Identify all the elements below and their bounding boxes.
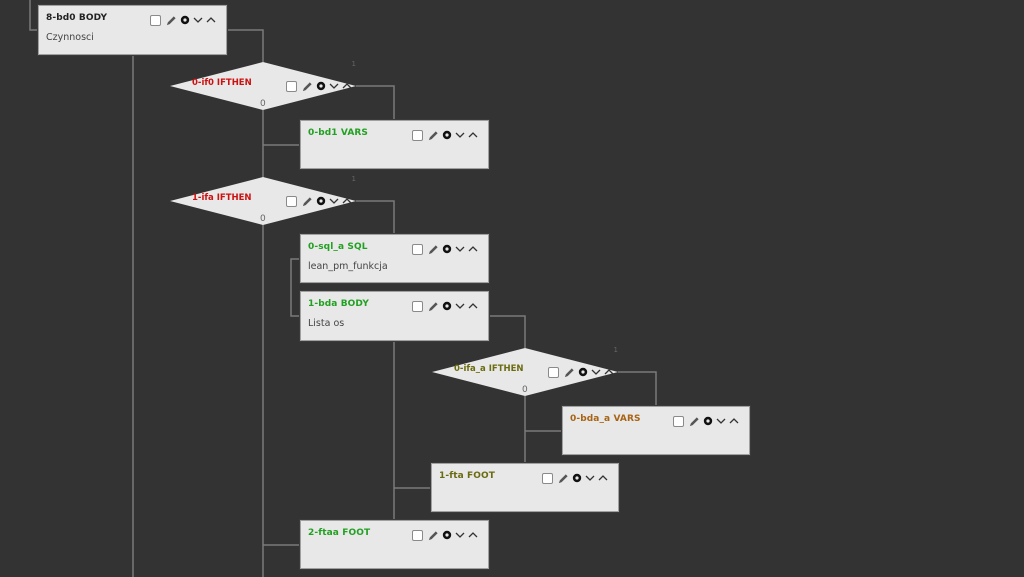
select-checkbox[interactable] — [548, 366, 559, 378]
select-checkbox[interactable] — [412, 300, 423, 312]
node-title: 1-fta FOOT — [439, 471, 496, 481]
add-circle-icon[interactable] — [442, 130, 452, 140]
chevron-up-icon[interactable] — [729, 417, 739, 425]
chevron-down-icon[interactable] — [329, 82, 339, 90]
diamond-shape — [170, 62, 356, 110]
branch-false-label: 0 — [260, 214, 266, 224]
chevron-down-icon[interactable] — [585, 474, 595, 482]
node-toolbar — [412, 243, 478, 255]
connector — [618, 371, 657, 406]
chevron-down-icon[interactable] — [591, 368, 601, 376]
node-title: 0-bda_a VARS — [570, 414, 641, 424]
add-circle-icon[interactable] — [578, 367, 588, 377]
add-circle-icon[interactable] — [442, 301, 452, 311]
node-0-ifa_a-ifthen[interactable]: 0-ifa_a IFTHEN 0 1 — [432, 346, 618, 396]
add-circle-icon[interactable] — [180, 15, 190, 25]
node-toolbar — [412, 529, 478, 541]
select-checkbox[interactable] — [150, 14, 161, 26]
connector — [489, 315, 526, 348]
select-checkbox[interactable] — [412, 129, 423, 141]
node-toolbar — [150, 14, 216, 26]
pencil-icon[interactable] — [428, 244, 439, 255]
chevron-up-icon[interactable] — [468, 302, 478, 310]
node-1-bda-body[interactable]: 1-bda BODY Lista os — [300, 291, 489, 341]
node-subtitle: lean_pm_funkcja — [308, 261, 388, 272]
diamond-shape — [432, 348, 618, 396]
node-title: 0-bd1 VARS — [308, 128, 369, 138]
connector — [290, 258, 300, 317]
chevron-up-icon[interactable] — [598, 474, 608, 482]
node-toolbar — [673, 415, 739, 427]
node-2-ftaa-foot[interactable]: 2-ftaa FOOT — [300, 520, 489, 569]
chevron-up-icon[interactable] — [604, 368, 614, 376]
chevron-up-icon[interactable] — [206, 16, 216, 24]
chevron-up-icon[interactable] — [342, 82, 352, 90]
node-title: 0-if0 IFTHEN — [192, 78, 252, 88]
chevron-down-icon[interactable] — [455, 531, 465, 539]
branch-true-label: 1 — [351, 175, 356, 183]
select-checkbox[interactable] — [412, 243, 423, 255]
node-1-fta-foot[interactable]: 1-fta FOOT — [431, 463, 619, 512]
node-title: 0-sql_a SQL — [308, 242, 368, 252]
chevron-down-icon[interactable] — [455, 245, 465, 253]
node-toolbar — [548, 366, 614, 378]
chevron-up-icon[interactable] — [342, 197, 352, 205]
branch-false-label: 0 — [260, 99, 266, 109]
connector — [227, 29, 264, 62]
node-toolbar — [286, 195, 352, 207]
node-subtitle: Czynnosci — [46, 32, 94, 43]
pencil-icon[interactable] — [428, 301, 439, 312]
node-title: 8-bd0 BODY — [46, 13, 108, 23]
connector — [356, 85, 395, 120]
select-checkbox[interactable] — [673, 415, 684, 427]
chevron-up-icon[interactable] — [468, 131, 478, 139]
add-circle-icon[interactable] — [442, 530, 452, 540]
chevron-down-icon[interactable] — [455, 131, 465, 139]
pencil-icon[interactable] — [689, 416, 700, 427]
select-checkbox[interactable] — [412, 529, 423, 541]
node-title: 2-ftaa FOOT — [308, 528, 371, 538]
branch-false-label: 0 — [522, 385, 528, 395]
diamond-shape — [170, 177, 356, 225]
node-1-ifa-ifthen[interactable]: 1-ifa IFTHEN 0 1 — [170, 175, 356, 225]
select-checkbox[interactable] — [286, 80, 297, 92]
node-title: 0-ifa_a IFTHEN — [454, 364, 524, 374]
node-0-bd1-vars[interactable]: 0-bd1 VARS — [300, 120, 489, 169]
node-subtitle: Lista os — [308, 318, 345, 329]
node-title: 1-bda BODY — [308, 299, 369, 309]
connector — [356, 200, 395, 234]
add-circle-icon[interactable] — [442, 244, 452, 254]
node-toolbar — [412, 300, 478, 312]
add-circle-icon[interactable] — [316, 196, 326, 206]
select-checkbox[interactable] — [542, 472, 553, 484]
node-title: 1-ifa IFTHEN — [192, 193, 252, 203]
pencil-icon[interactable] — [428, 130, 439, 141]
add-circle-icon[interactable] — [572, 473, 582, 483]
chevron-up-icon[interactable] — [468, 245, 478, 253]
pencil-icon[interactable] — [558, 473, 569, 484]
node-toolbar — [412, 129, 478, 141]
chevron-down-icon[interactable] — [329, 197, 339, 205]
select-checkbox[interactable] — [286, 195, 297, 207]
node-toolbar — [542, 472, 608, 484]
chevron-down-icon[interactable] — [193, 16, 203, 24]
node-8-bd0-body[interactable]: 8-bd0 BODY Czynnosci — [38, 5, 227, 55]
pencil-icon[interactable] — [428, 530, 439, 541]
connector — [29, 0, 38, 31]
pencil-icon[interactable] — [166, 15, 177, 26]
branch-true-label: 1 — [351, 60, 356, 68]
node-toolbar — [286, 80, 352, 92]
add-circle-icon[interactable] — [703, 416, 713, 426]
pencil-icon[interactable] — [564, 367, 575, 378]
node-0-if0-ifthen[interactable]: 0-if0 IFTHEN 0 1 — [170, 60, 356, 110]
pencil-icon[interactable] — [302, 81, 313, 92]
chevron-down-icon[interactable] — [455, 302, 465, 310]
node-0-sql_a-sql[interactable]: 0-sql_a SQL lean_pm_funkcja — [300, 234, 489, 283]
add-circle-icon[interactable] — [316, 81, 326, 91]
node-0-bda_a-vars[interactable]: 0-bda_a VARS — [562, 406, 750, 455]
chevron-down-icon[interactable] — [716, 417, 726, 425]
pencil-icon[interactable] — [302, 196, 313, 207]
branch-true-label: 1 — [613, 346, 618, 354]
chevron-up-icon[interactable] — [468, 531, 478, 539]
